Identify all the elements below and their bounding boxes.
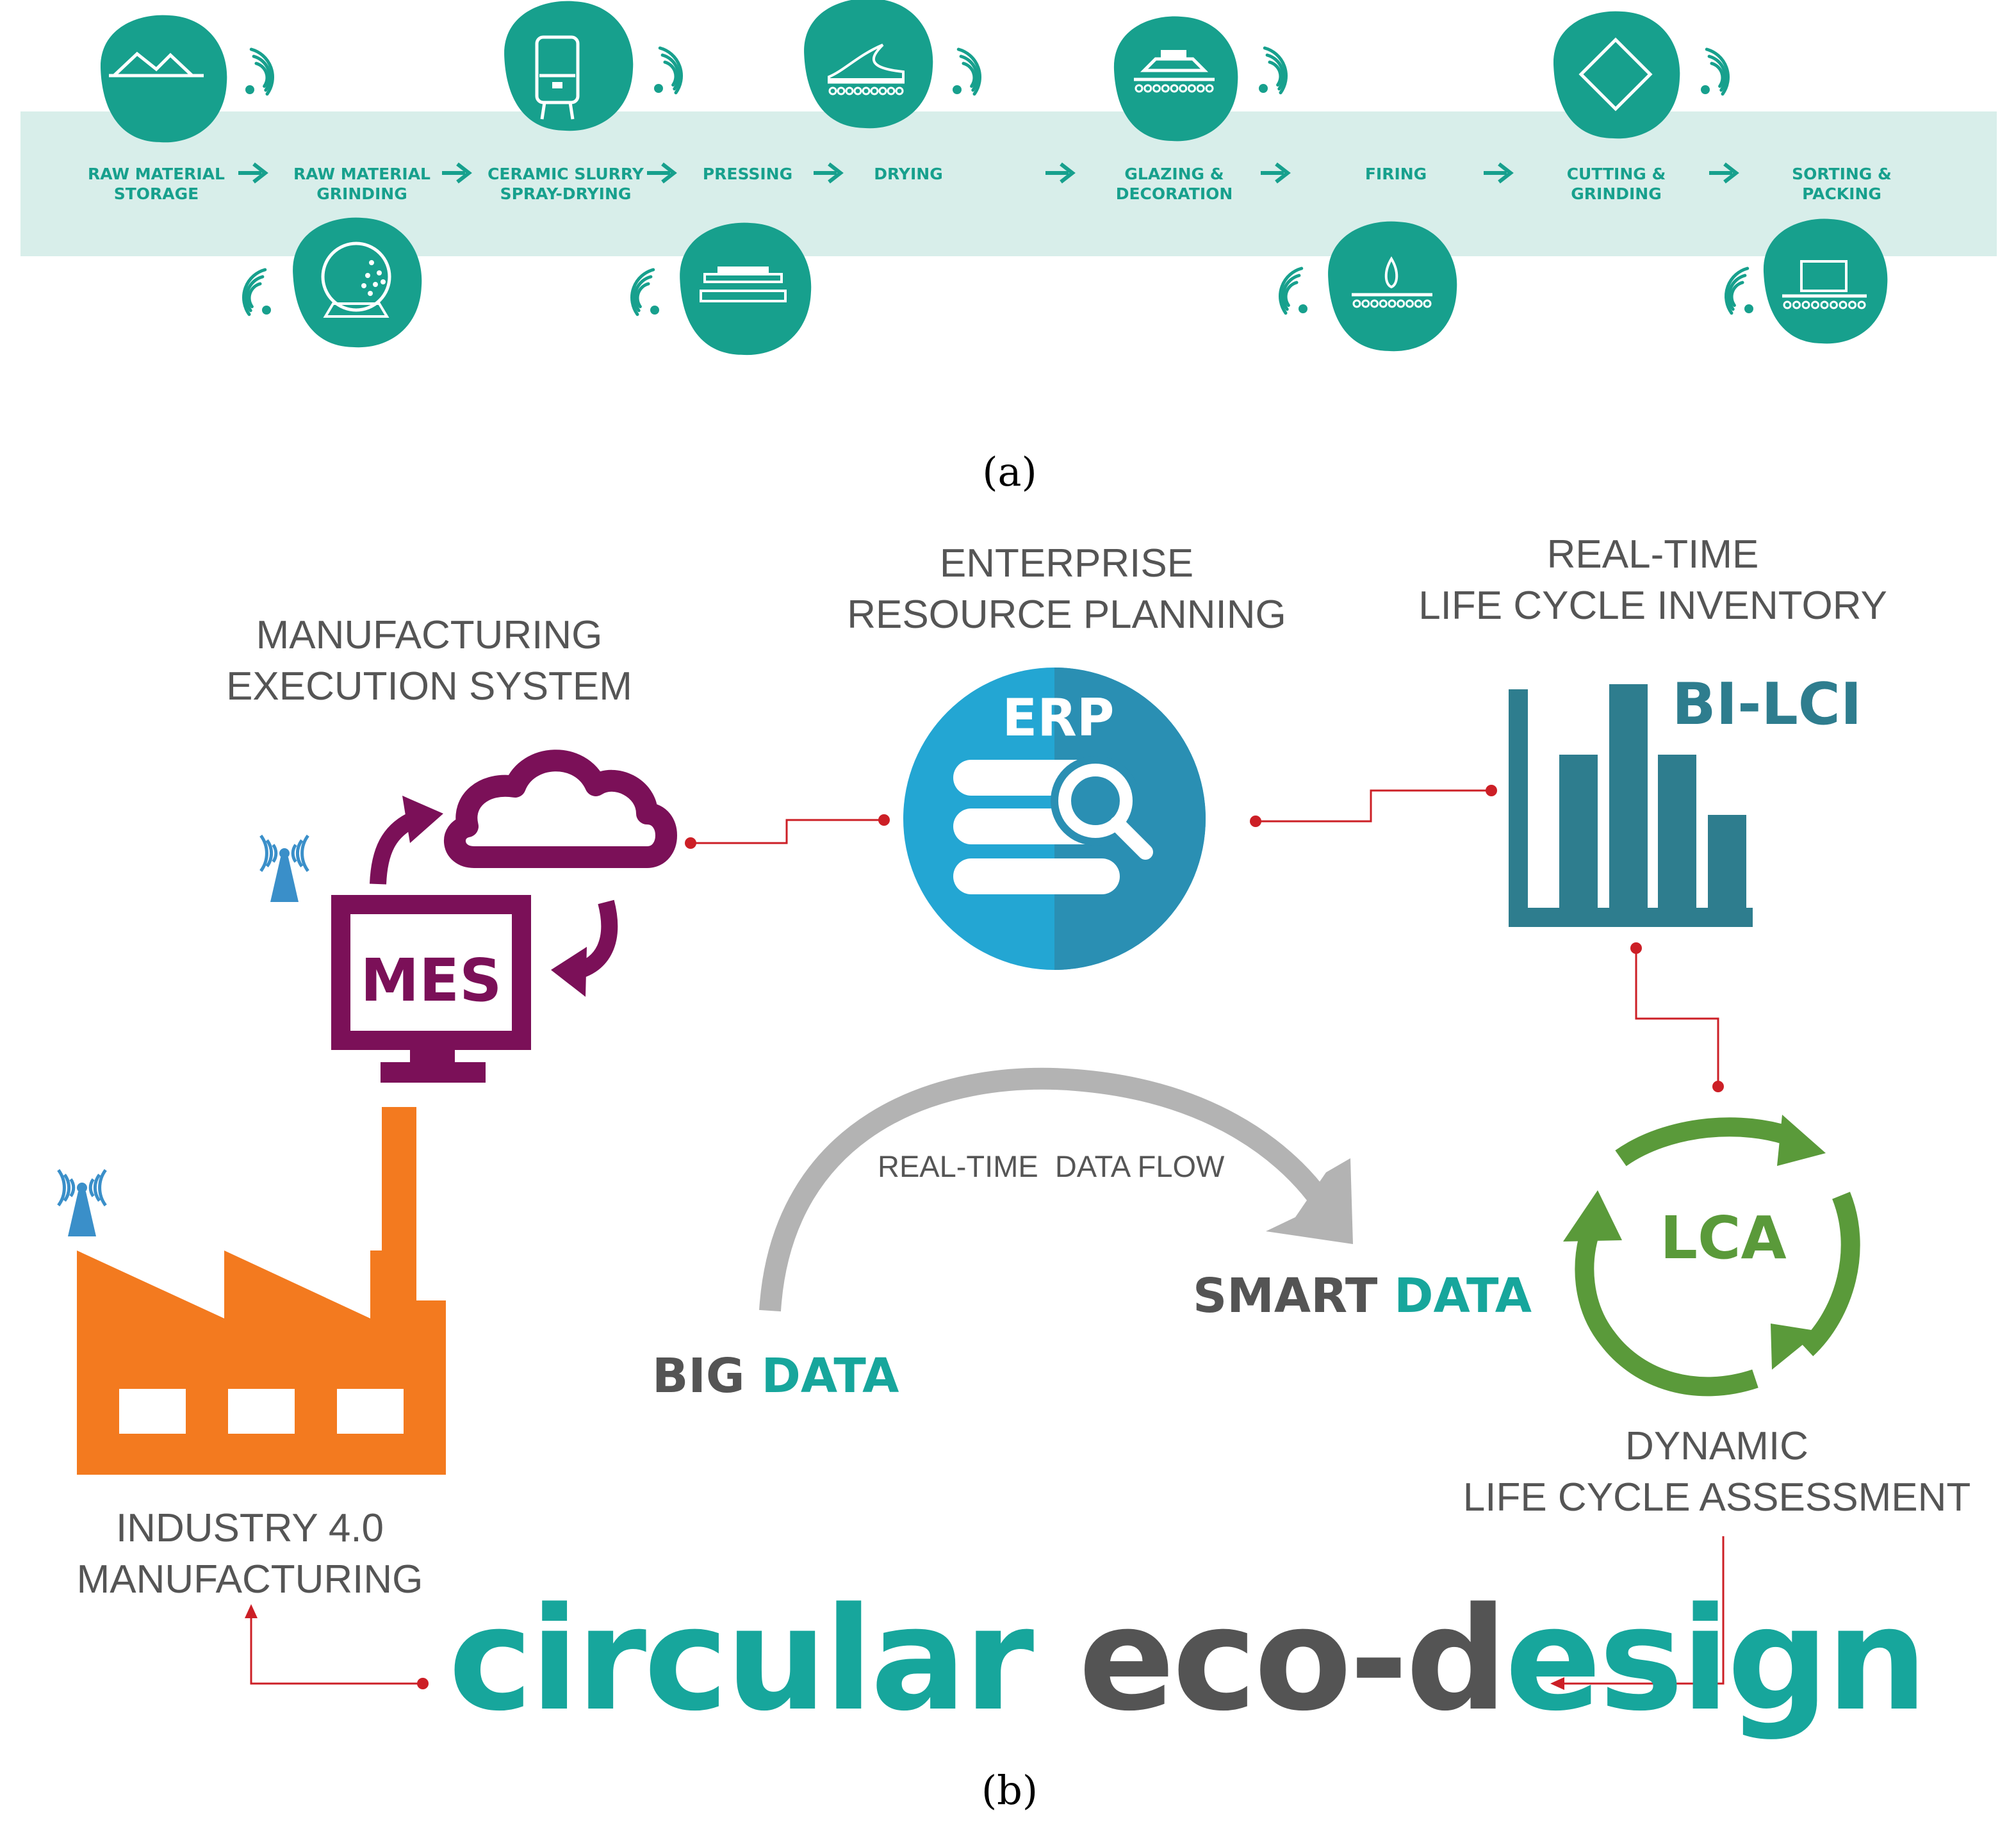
sorting-blob [1763, 218, 1888, 344]
factory-icon [77, 1107, 446, 1475]
sync-arrow-bottom-icon [551, 899, 618, 997]
big-word: BIG [652, 1349, 745, 1404]
smart-data-label: SMART DATA [1193, 1268, 1532, 1324]
diamond-tile-icon [1578, 37, 1653, 111]
erp-icon-text: ERP [1003, 688, 1115, 748]
flow-arrow-8 [1709, 162, 1739, 184]
dryer-icon [828, 44, 905, 95]
flow-arrow-1 [238, 162, 268, 184]
step-label-raw-material-grinding: RAW MATERIAL GRINDING [293, 165, 430, 203]
panel-a-label: (a) [982, 448, 1037, 495]
step-label-sorting-packing: SORTING & PACKING [1792, 165, 1892, 203]
step-label-drying: DRYING [874, 165, 943, 183]
sync-arrow-top-icon [370, 796, 443, 885]
step-label-pressing: PRESSING [702, 165, 793, 183]
spray-drying-blob [504, 1, 634, 131]
smart-word: SMART [1193, 1268, 1378, 1324]
drying-blob [804, 0, 933, 129]
mes-icon-text: MES [361, 946, 502, 1015]
wifi-icon-spray-drying [654, 46, 683, 95]
cloud-icon [444, 750, 677, 868]
wifi-icon-sorting [1725, 266, 1753, 315]
step-label-firing: FIRING [1364, 165, 1427, 183]
data-flow-arrow [759, 1067, 1353, 1312]
connector-erp-bilci [1250, 785, 1497, 827]
erp-title: ENTERPRISE RESOURCE PLANNING [847, 541, 1286, 637]
flow-arrow-2 [442, 162, 472, 184]
wifi-icon-drying [953, 47, 981, 96]
lca-icon-text: LCA [1660, 1204, 1786, 1272]
antenna-icon-mes [259, 834, 309, 902]
wifi-icon-storage [245, 47, 274, 96]
press-icon [700, 266, 787, 302]
flow-arrow-5 [1045, 162, 1076, 184]
bilci-bar-chart-icon: BI-LCI [1509, 671, 1862, 927]
pressing-blob [680, 222, 812, 356]
ball-mill-icon [321, 242, 391, 318]
smart-data-word: DATA [1394, 1268, 1532, 1324]
circular-eco-design-title: circular eco-design [448, 1589, 1928, 1731]
factory-window-1 [119, 1389, 186, 1434]
eco-part-circular: circular [448, 1577, 1034, 1742]
flow-arrow-7 [1484, 162, 1514, 184]
bilci-bar-3 [1658, 755, 1696, 912]
panel-b-label: (b) [981, 1767, 1038, 1814]
wifi-icon-glazing [1259, 46, 1288, 95]
factory-title: INDUSTRY 4.0 MANUFACTURING [76, 1506, 423, 1602]
flow-arrow-6 [1261, 162, 1291, 184]
kiln-flame-icon [1352, 256, 1432, 308]
eco-part-eco-d: eco-d [1078, 1577, 1508, 1742]
antenna-icon-factory [57, 1168, 107, 1236]
wifi-icon-grinding [242, 268, 271, 316]
step-label-glazing-decoration: GLAZING & DECORATION [1115, 165, 1233, 203]
step-label-cutting-grinding: CUTTING & GRINDING [1566, 165, 1666, 203]
big-data-label: BIG DATA [652, 1349, 899, 1404]
sorting-conveyor-icon [1782, 260, 1867, 309]
glazing-icon [1134, 50, 1215, 93]
eco-part-esign: esign [1505, 1577, 1928, 1742]
lca-cycle-icon: LCA [1563, 1115, 1860, 1397]
raw-material-storage-blob [100, 15, 227, 143]
mes-title: MANUFACTURING EXECUTION SYSTEM [226, 613, 632, 709]
flow-arrow-3 [647, 162, 677, 184]
flow-arrow-4 [814, 162, 844, 184]
big-data-word: DATA [761, 1349, 899, 1404]
bilci-title: REAL-TIME LIFE CYCLE INVENTORY [1418, 532, 1887, 628]
connector-eco-design-factory [245, 1604, 429, 1689]
wifi-icon-cutting [1701, 47, 1730, 96]
wifi-icon-firing [1279, 266, 1307, 315]
bilci-bar-2 [1609, 684, 1648, 912]
lca-title: DYNAMIC LIFE CYCLE ASSESSMENT [1463, 1424, 1971, 1520]
step-label-spray-drying: CERAMIC SLURRY SPRAY-DRYING [488, 165, 644, 203]
connector-lca-eco-design [1550, 1536, 1725, 1690]
bilci-icon-text: BI-LCI [1672, 671, 1862, 738]
step-label-raw-material-storage: RAW MATERIAL STORAGE [87, 165, 225, 203]
data-flow-label: REAL-TIME DATA FLOW [878, 1149, 1225, 1183]
wifi-icon-pressing [630, 268, 659, 316]
mountains-icon [109, 51, 204, 78]
bilci-bar-1 [1559, 755, 1598, 912]
cutting-blob [1553, 11, 1680, 139]
factory-window-3 [337, 1389, 404, 1434]
bilci-bar-4 [1708, 815, 1746, 912]
factory-window-2 [228, 1389, 295, 1434]
silo-icon [535, 35, 580, 120]
connector-mes-erp [685, 814, 890, 849]
connector-bilci-lca [1630, 942, 1724, 1092]
monitor-icon: MES [331, 895, 531, 1083]
grinding-blob [293, 217, 422, 348]
erp-icon: ERP [903, 668, 1206, 970]
